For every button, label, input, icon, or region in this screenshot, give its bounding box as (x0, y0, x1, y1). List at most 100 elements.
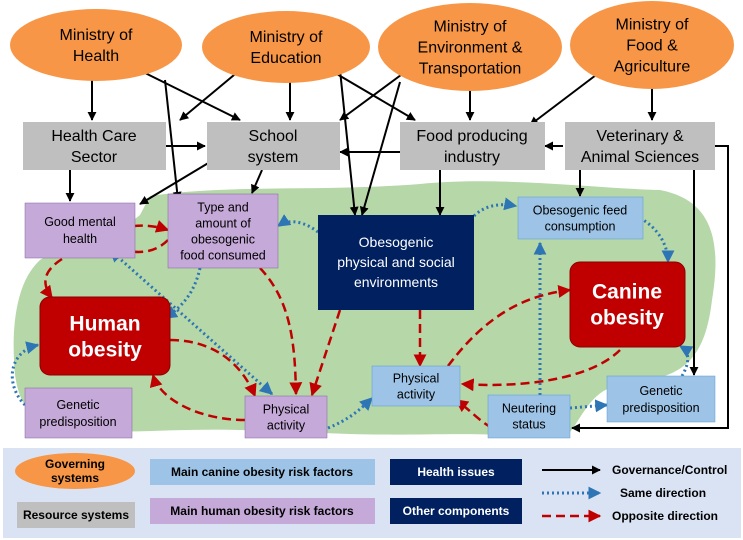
arrow-environment-to-env-box (359, 81, 401, 216)
arrow-health-to-school (134, 67, 241, 121)
text-line: amount of (195, 216, 251, 230)
text-line: obesity (68, 338, 142, 361)
text-line: status (512, 417, 545, 431)
text-line: Human (69, 312, 140, 335)
arrow-food-consumed-to-mental (117, 239, 169, 259)
good-mental-health: Good mental health (24, 202, 136, 259)
legend-health-issues: Health issues (390, 459, 522, 485)
text-line: Education (250, 50, 321, 67)
text-line: predisposition (39, 415, 116, 429)
text-line: Ministry of (60, 27, 133, 44)
legend-resource: Resource systems (17, 502, 135, 528)
arrow-environment-to-school (339, 71, 406, 121)
arrow-canine-physical-to-canine-obesity (447, 285, 572, 367)
arrow-env-to-feed (472, 197, 518, 218)
food-producing-industry: Food producing industry (400, 122, 545, 170)
text-line: Veterinary & (596, 128, 683, 145)
legend-human-risk: Main human obesity risk factors (150, 498, 375, 524)
text-line: activity (267, 418, 306, 432)
ministry-of-health: Ministry of Health (10, 9, 182, 81)
text-line: Obesogenic (359, 234, 434, 250)
obesogenic-feed-consumption: Obesogenic feed consumption (517, 196, 644, 240)
text-line: environments (354, 274, 438, 290)
text-line: Health (73, 48, 119, 65)
arrow-canine-obesity-to-canine-physical (460, 349, 621, 392)
same-direction-arrows (10, 197, 694, 430)
legend-governance: Governance/Control (542, 463, 727, 477)
text-line: consumption (545, 219, 616, 233)
legend-canine-risk: Main canine obesity risk factors (150, 459, 375, 485)
text-line: Neutering (502, 401, 556, 415)
arrow-education-to-healthcare (179, 69, 241, 121)
arrow-env-to-human-physical (309, 309, 342, 397)
governance-arrows (65, 67, 729, 433)
text-line: Governing (45, 457, 105, 471)
human-obesity: Human obesity (39, 296, 171, 376)
text-line: physical and social (337, 254, 455, 270)
text-line: Ministry of (250, 29, 323, 46)
svg-text:Opposite direction: Opposite direction (612, 509, 718, 523)
text-line: Ministry of (616, 17, 689, 34)
text-line: Genetic (639, 384, 682, 398)
text-line: activity (397, 387, 436, 401)
arrow-mental-physical-bidirectional (109, 248, 273, 396)
text-line: industry (444, 149, 500, 166)
legend-opposite-direction: Opposite direction (542, 509, 718, 523)
text-line: Sector (71, 149, 118, 166)
arrow-physical-to-human-obesity (149, 373, 246, 422)
text-line: Food producing (416, 128, 527, 145)
text-line: Obesogenic feed (533, 203, 628, 217)
text-line: Type and (197, 200, 248, 214)
svg-text:Veterinary &Animal Sciences: Veterinary & Animal Sciences (581, 128, 699, 166)
arrow-feed-to-canine-obesity (639, 216, 675, 264)
svg-text:Main human obesity risk factor: Main human obesity risk factors (170, 504, 354, 518)
arrow-veterinary-to-neutering (571, 145, 729, 433)
legend-other-components: Other components (390, 498, 522, 524)
svg-text:Main canine obesity risk facto: Main canine obesity risk factors (171, 465, 353, 479)
arrow-school-to-mental (139, 155, 221, 205)
text-line: School (249, 128, 298, 145)
veterinary-animal-sciences: Veterinary & Animal Sciences (565, 122, 715, 170)
text-line: Transportation (419, 61, 522, 78)
arrow-neutering-to-genetic (569, 399, 609, 413)
text-line: health (63, 232, 97, 246)
text-line: Good mental (44, 215, 116, 229)
text-line: obesity (590, 306, 664, 329)
ministry-of-education: Ministry of Education (202, 11, 370, 83)
text-line: systems (51, 471, 99, 485)
arrow-genetic-to-canine-obesity (678, 344, 694, 377)
text-line: Animal Sciences (581, 149, 699, 166)
school-system: School system (207, 122, 340, 170)
text-line: Food & (626, 38, 678, 55)
text-line: system (248, 149, 299, 166)
svg-text:Governance/Control: Governance/Control (612, 463, 727, 477)
arrow-school-to-food-consumed (251, 169, 263, 194)
svg-text:Other components: Other components (403, 504, 510, 518)
text-line: Health Care (51, 128, 136, 145)
